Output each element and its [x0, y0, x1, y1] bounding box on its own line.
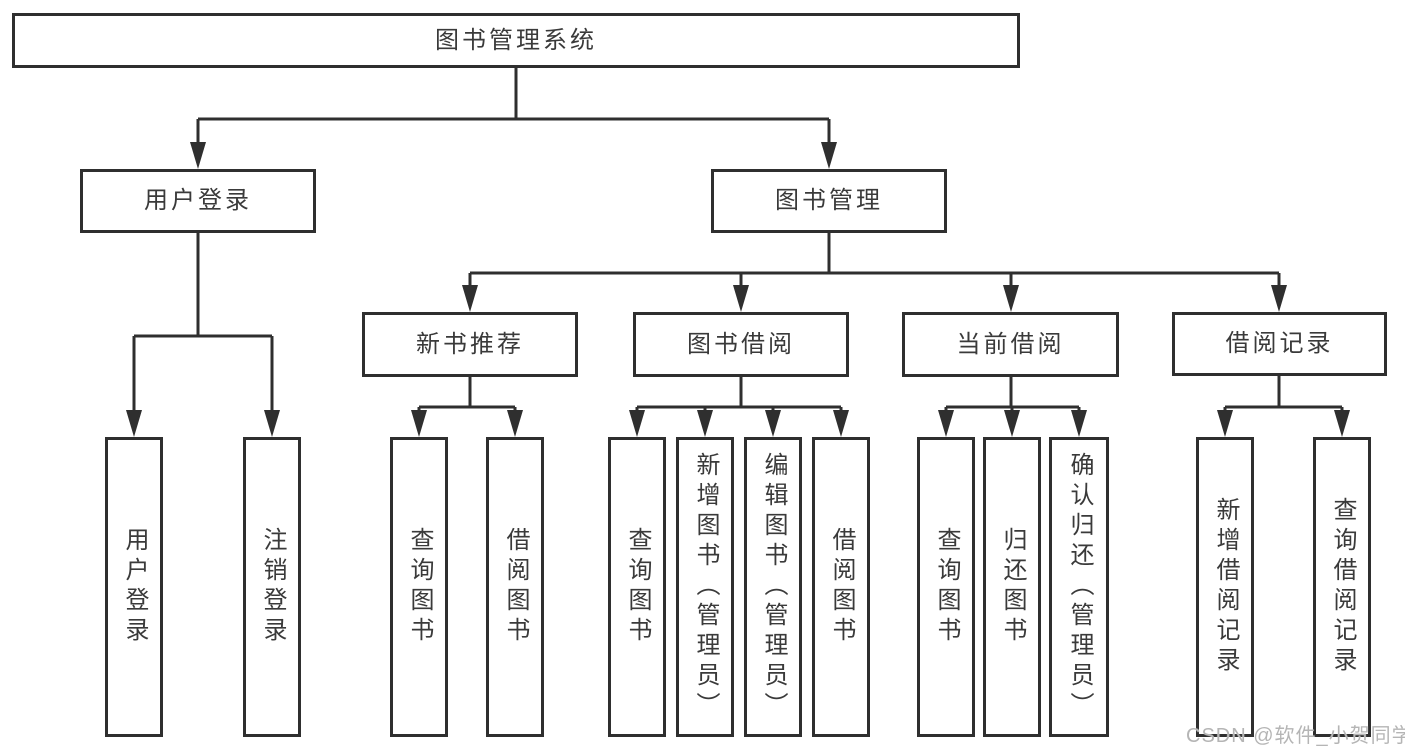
node-leaf-records-query-record: 查询借阅记录 — [1313, 437, 1371, 737]
node-new-book-recommend: 新书推荐 — [362, 312, 578, 377]
node-leaf-current-query-books: 查询图书 — [917, 437, 975, 737]
node-system-root: 图书管理系统 — [12, 13, 1020, 68]
node-leaf-recommend-query-books: 查询图书 — [390, 437, 448, 737]
node-leaf-current-return-books: 归还图书 — [983, 437, 1041, 737]
node-leaf-current-confirm-return-admin: 确认归还（管理员） — [1049, 437, 1109, 737]
node-book-borrowing: 图书借阅 — [633, 312, 849, 377]
node-leaf-borrowing-add-books-admin: 新增图书（管理员） — [676, 437, 734, 737]
node-borrowing-records: 借阅记录 — [1172, 312, 1387, 376]
node-leaf-recommend-borrow-books: 借阅图书 — [486, 437, 544, 737]
node-leaf-logout: 注销登录 — [243, 437, 301, 737]
node-user-login-branch: 用户登录 — [80, 169, 316, 233]
node-leaf-records-add-record: 新增借阅记录 — [1196, 437, 1254, 737]
node-leaf-borrowing-query-books: 查询图书 — [608, 437, 666, 737]
node-leaf-user-login: 用户登录 — [105, 437, 163, 737]
node-current-borrowing: 当前借阅 — [902, 312, 1119, 377]
csdn-watermark: CSDN @软件_小贺同学 — [1186, 725, 1405, 747]
node-leaf-borrowing-borrow-books: 借阅图书 — [812, 437, 870, 737]
node-book-management-branch: 图书管理 — [711, 169, 947, 233]
node-leaf-borrowing-edit-books-admin: 编辑图书（管理员） — [744, 437, 802, 737]
